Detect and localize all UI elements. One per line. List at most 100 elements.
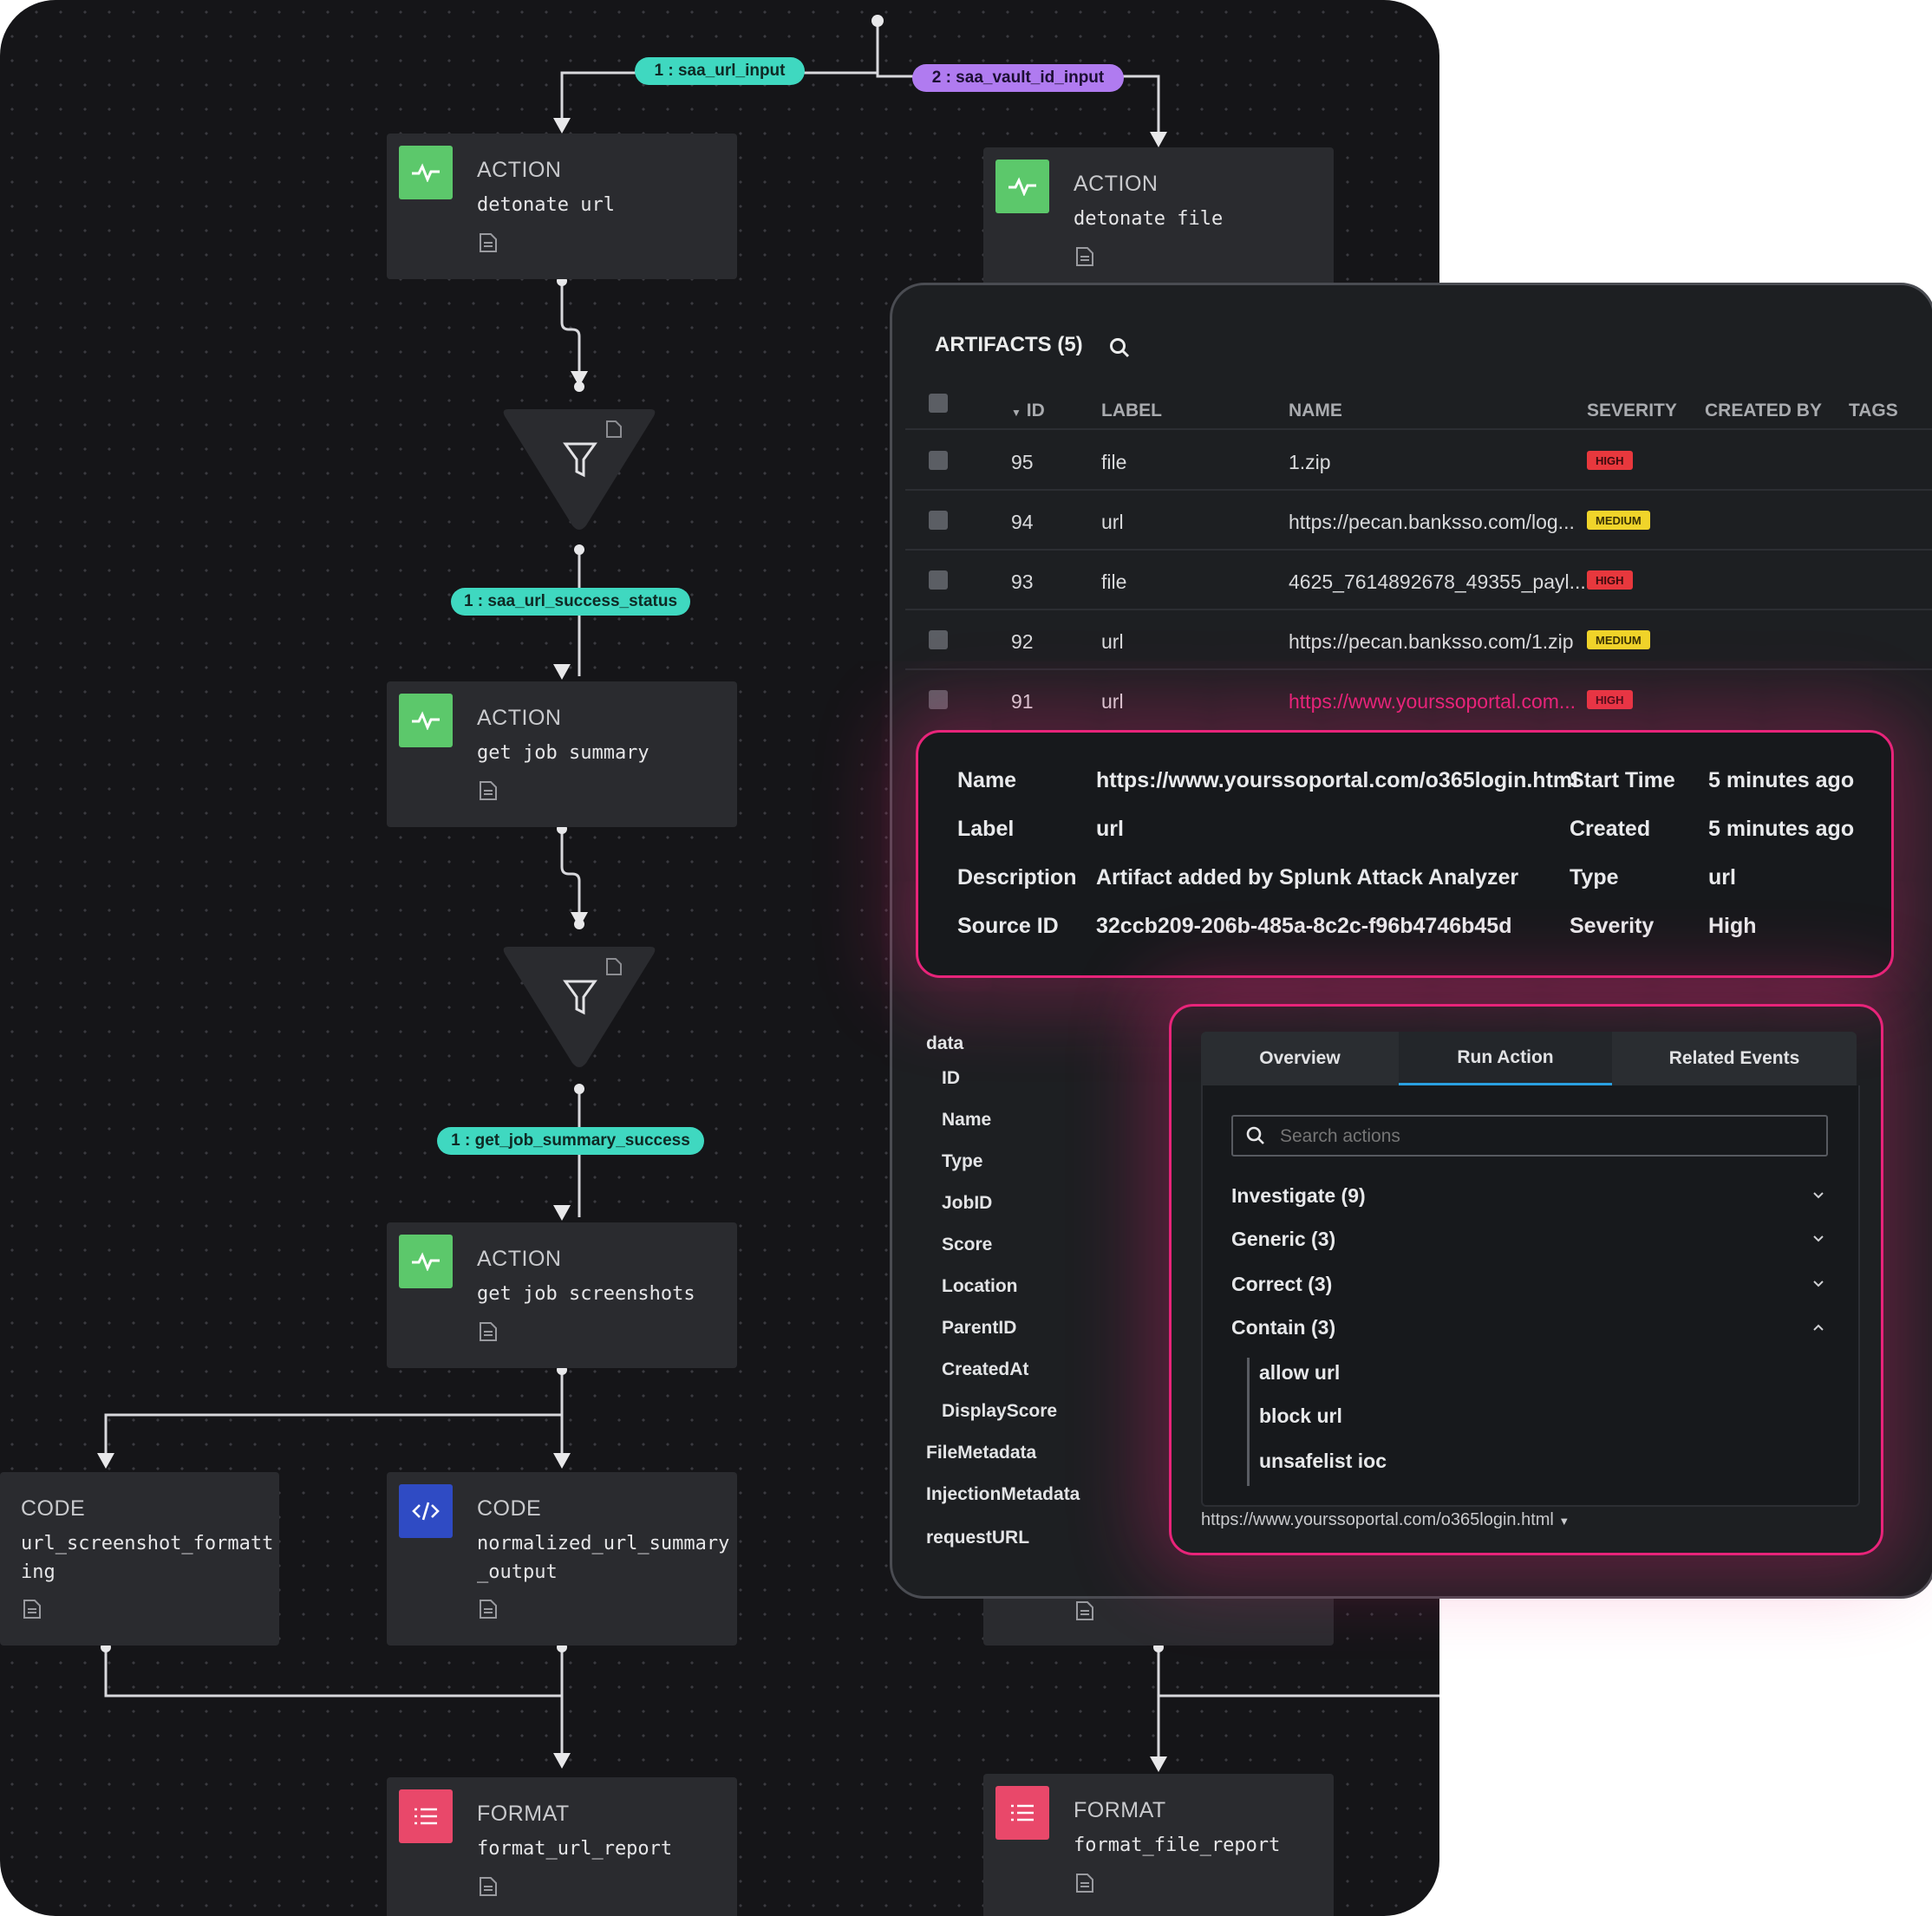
document-icon[interactable] bbox=[1075, 1873, 1094, 1893]
list-icon bbox=[399, 1789, 453, 1843]
document-icon[interactable] bbox=[1075, 246, 1094, 267]
action-allow-url[interactable]: allow url bbox=[1259, 1361, 1341, 1384]
document-icon[interactable] bbox=[479, 1321, 498, 1342]
action-block-url[interactable]: block url bbox=[1259, 1404, 1342, 1427]
tree-item[interactable]: FileMetadata bbox=[926, 1443, 1037, 1463]
row-checkbox[interactable] bbox=[929, 570, 948, 590]
action-node-detonate-file[interactable]: ACTION detonate file bbox=[983, 147, 1334, 293]
action-node-get-job-summary[interactable]: ACTION get job summary bbox=[387, 681, 737, 827]
tree-item[interactable]: JobID bbox=[942, 1193, 993, 1213]
chevron-down-icon[interactable] bbox=[1812, 1278, 1824, 1290]
category-correct[interactable]: Correct (3) bbox=[1231, 1273, 1333, 1295]
edge-job-summary-to-filter2 bbox=[560, 827, 581, 922]
document-icon[interactable] bbox=[23, 1599, 42, 1619]
col-header-created-by[interactable]: CREATED BY bbox=[1705, 401, 1822, 420]
divider bbox=[905, 549, 1932, 551]
document-icon[interactable] bbox=[479, 780, 498, 801]
category-contain[interactable]: Contain (3) bbox=[1231, 1316, 1336, 1339]
node-kind: ACTION bbox=[1074, 172, 1159, 196]
node-name-line1: normalized_url_summary bbox=[477, 1533, 730, 1554]
connection-lines bbox=[97, 15, 1439, 1772]
tree-item[interactable]: InjectionMetadata bbox=[926, 1484, 1080, 1504]
node-kind: FORMAT bbox=[1074, 1798, 1166, 1822]
tree-item[interactable]: Name bbox=[942, 1110, 992, 1130]
detail-created-value: 5 minutes ago bbox=[1708, 817, 1855, 841]
severity-badge: MEDIUM bbox=[1587, 630, 1650, 649]
tree-item[interactable]: requestURL bbox=[926, 1528, 1030, 1548]
format-node-url-report[interactable]: FORMAT format_url_report bbox=[387, 1777, 737, 1916]
node-kind: ACTION bbox=[477, 706, 562, 730]
col-header-label[interactable]: LABEL bbox=[1101, 401, 1162, 420]
tree-item[interactable]: Location bbox=[942, 1276, 1018, 1296]
col-header-id[interactable]: ▼ ID bbox=[1011, 401, 1045, 420]
node-name-line2: ing bbox=[21, 1561, 55, 1583]
tree-item[interactable]: Score bbox=[942, 1235, 993, 1255]
tree-item[interactable]: CreatedAt bbox=[942, 1359, 1029, 1379]
code-node-partially-hidden[interactable] bbox=[983, 1592, 1334, 1646]
row-checkbox[interactable] bbox=[929, 630, 948, 649]
document-icon[interactable] bbox=[479, 1599, 498, 1619]
document-icon[interactable] bbox=[479, 1876, 498, 1897]
edge-label-url-success[interactable]: 1 : saa_url_success_status bbox=[451, 588, 690, 616]
tree-item[interactable]: ParentID bbox=[942, 1318, 1017, 1338]
code-node-normalized-url-summary[interactable]: CODE normalized_url_summary _output bbox=[387, 1472, 737, 1646]
caret-down-icon: ▼ bbox=[1558, 1515, 1570, 1528]
row-checkbox[interactable] bbox=[929, 690, 948, 709]
filter-icon bbox=[563, 442, 597, 478]
action-unsafelist-ioc[interactable]: unsafelist ioc bbox=[1259, 1450, 1387, 1472]
row-name[interactable]: 1.zip bbox=[1289, 451, 1331, 473]
col-header-severity[interactable]: SEVERITY bbox=[1587, 401, 1677, 420]
document-icon[interactable] bbox=[479, 232, 498, 253]
node-name-line1: url_screenshot_formatt bbox=[21, 1533, 274, 1554]
row-label: file bbox=[1101, 451, 1127, 473]
row-name[interactable]: https://www.yourssoportal.com... bbox=[1289, 690, 1576, 713]
format-node-file-report[interactable]: FORMAT format_file_report bbox=[983, 1774, 1334, 1916]
tab-run-action[interactable]: Run Action bbox=[1399, 1032, 1612, 1085]
search-icon[interactable] bbox=[1108, 336, 1131, 359]
chevron-down-icon[interactable] bbox=[1812, 1233, 1824, 1245]
filter-node-2[interactable] bbox=[499, 942, 659, 1072]
contain-group-rule bbox=[1247, 1358, 1250, 1486]
tab-overview[interactable]: Overview bbox=[1259, 1048, 1341, 1068]
chevron-down-icon[interactable] bbox=[1812, 1189, 1824, 1202]
row-id: 95 bbox=[1011, 451, 1034, 473]
row-name[interactable]: https://pecan.banksso.com/log... bbox=[1289, 511, 1575, 533]
node-name-line2: _output bbox=[477, 1561, 558, 1583]
search-actions-input[interactable] bbox=[1278, 1117, 1802, 1157]
tab-related-events[interactable]: Related Events bbox=[1668, 1048, 1800, 1068]
action-pulse-icon bbox=[399, 1235, 453, 1288]
action-node-get-job-screenshots[interactable]: ACTION get job screenshots bbox=[387, 1222, 737, 1368]
action-node-detonate-url[interactable]: ACTION detonate url bbox=[387, 134, 737, 279]
category-investigate[interactable]: Investigate (9) bbox=[1231, 1184, 1366, 1207]
code-node-url-screenshot-formatting[interactable]: CODE url_screenshot_formatt ing bbox=[0, 1472, 279, 1646]
tree-item[interactable]: DisplayScore bbox=[942, 1401, 1058, 1421]
filter-node-1[interactable] bbox=[499, 404, 659, 534]
detail-source-value: 32ccb209-206b-485a-8c2c-f96b4746b45d bbox=[1096, 914, 1512, 938]
row-name[interactable]: 4625_7614892678_49355_payl... bbox=[1289, 570, 1586, 593]
col-header-tags[interactable]: TAGS bbox=[1849, 401, 1898, 420]
target-selector[interactable]: https://www.yourssoportal.com/o365login.… bbox=[1201, 1510, 1570, 1530]
row-name[interactable]: https://pecan.banksso.com/1.zip bbox=[1289, 630, 1574, 653]
detail-severity-label: Severity bbox=[1570, 914, 1655, 938]
tree-root[interactable]: data bbox=[926, 1033, 964, 1053]
chevron-up-icon[interactable] bbox=[1812, 1321, 1824, 1333]
row-checkbox[interactable] bbox=[929, 451, 948, 470]
category-generic[interactable]: Generic (3) bbox=[1231, 1228, 1336, 1250]
detail-name-label: Name bbox=[957, 768, 1017, 792]
action-pulse-icon bbox=[995, 160, 1049, 213]
detail-name-value: https://www.yourssoportal.com/o365login.… bbox=[1096, 768, 1579, 792]
detail-type-value: url bbox=[1708, 865, 1736, 890]
detail-severity-value: High bbox=[1708, 914, 1757, 938]
col-header-name[interactable]: NAME bbox=[1289, 401, 1342, 420]
edge-label-job-summary-success[interactable]: 1 : get_job_summary_success bbox=[437, 1127, 704, 1155]
row-checkbox[interactable] bbox=[929, 511, 948, 530]
tree-item[interactable]: Type bbox=[942, 1151, 983, 1171]
tree-item[interactable]: ID bbox=[942, 1068, 960, 1088]
edge-label-vault-input[interactable]: 2 : saa_vault_id_input bbox=[912, 64, 1124, 92]
document-icon[interactable] bbox=[1075, 1600, 1094, 1621]
edge-label-url-input[interactable]: 1 : saa_url_input bbox=[635, 57, 805, 85]
action-search-box[interactable] bbox=[1231, 1115, 1828, 1157]
select-all-checkbox[interactable] bbox=[929, 394, 948, 413]
node-kind: CODE bbox=[21, 1496, 86, 1521]
severity-badge: HIGH bbox=[1587, 690, 1633, 709]
